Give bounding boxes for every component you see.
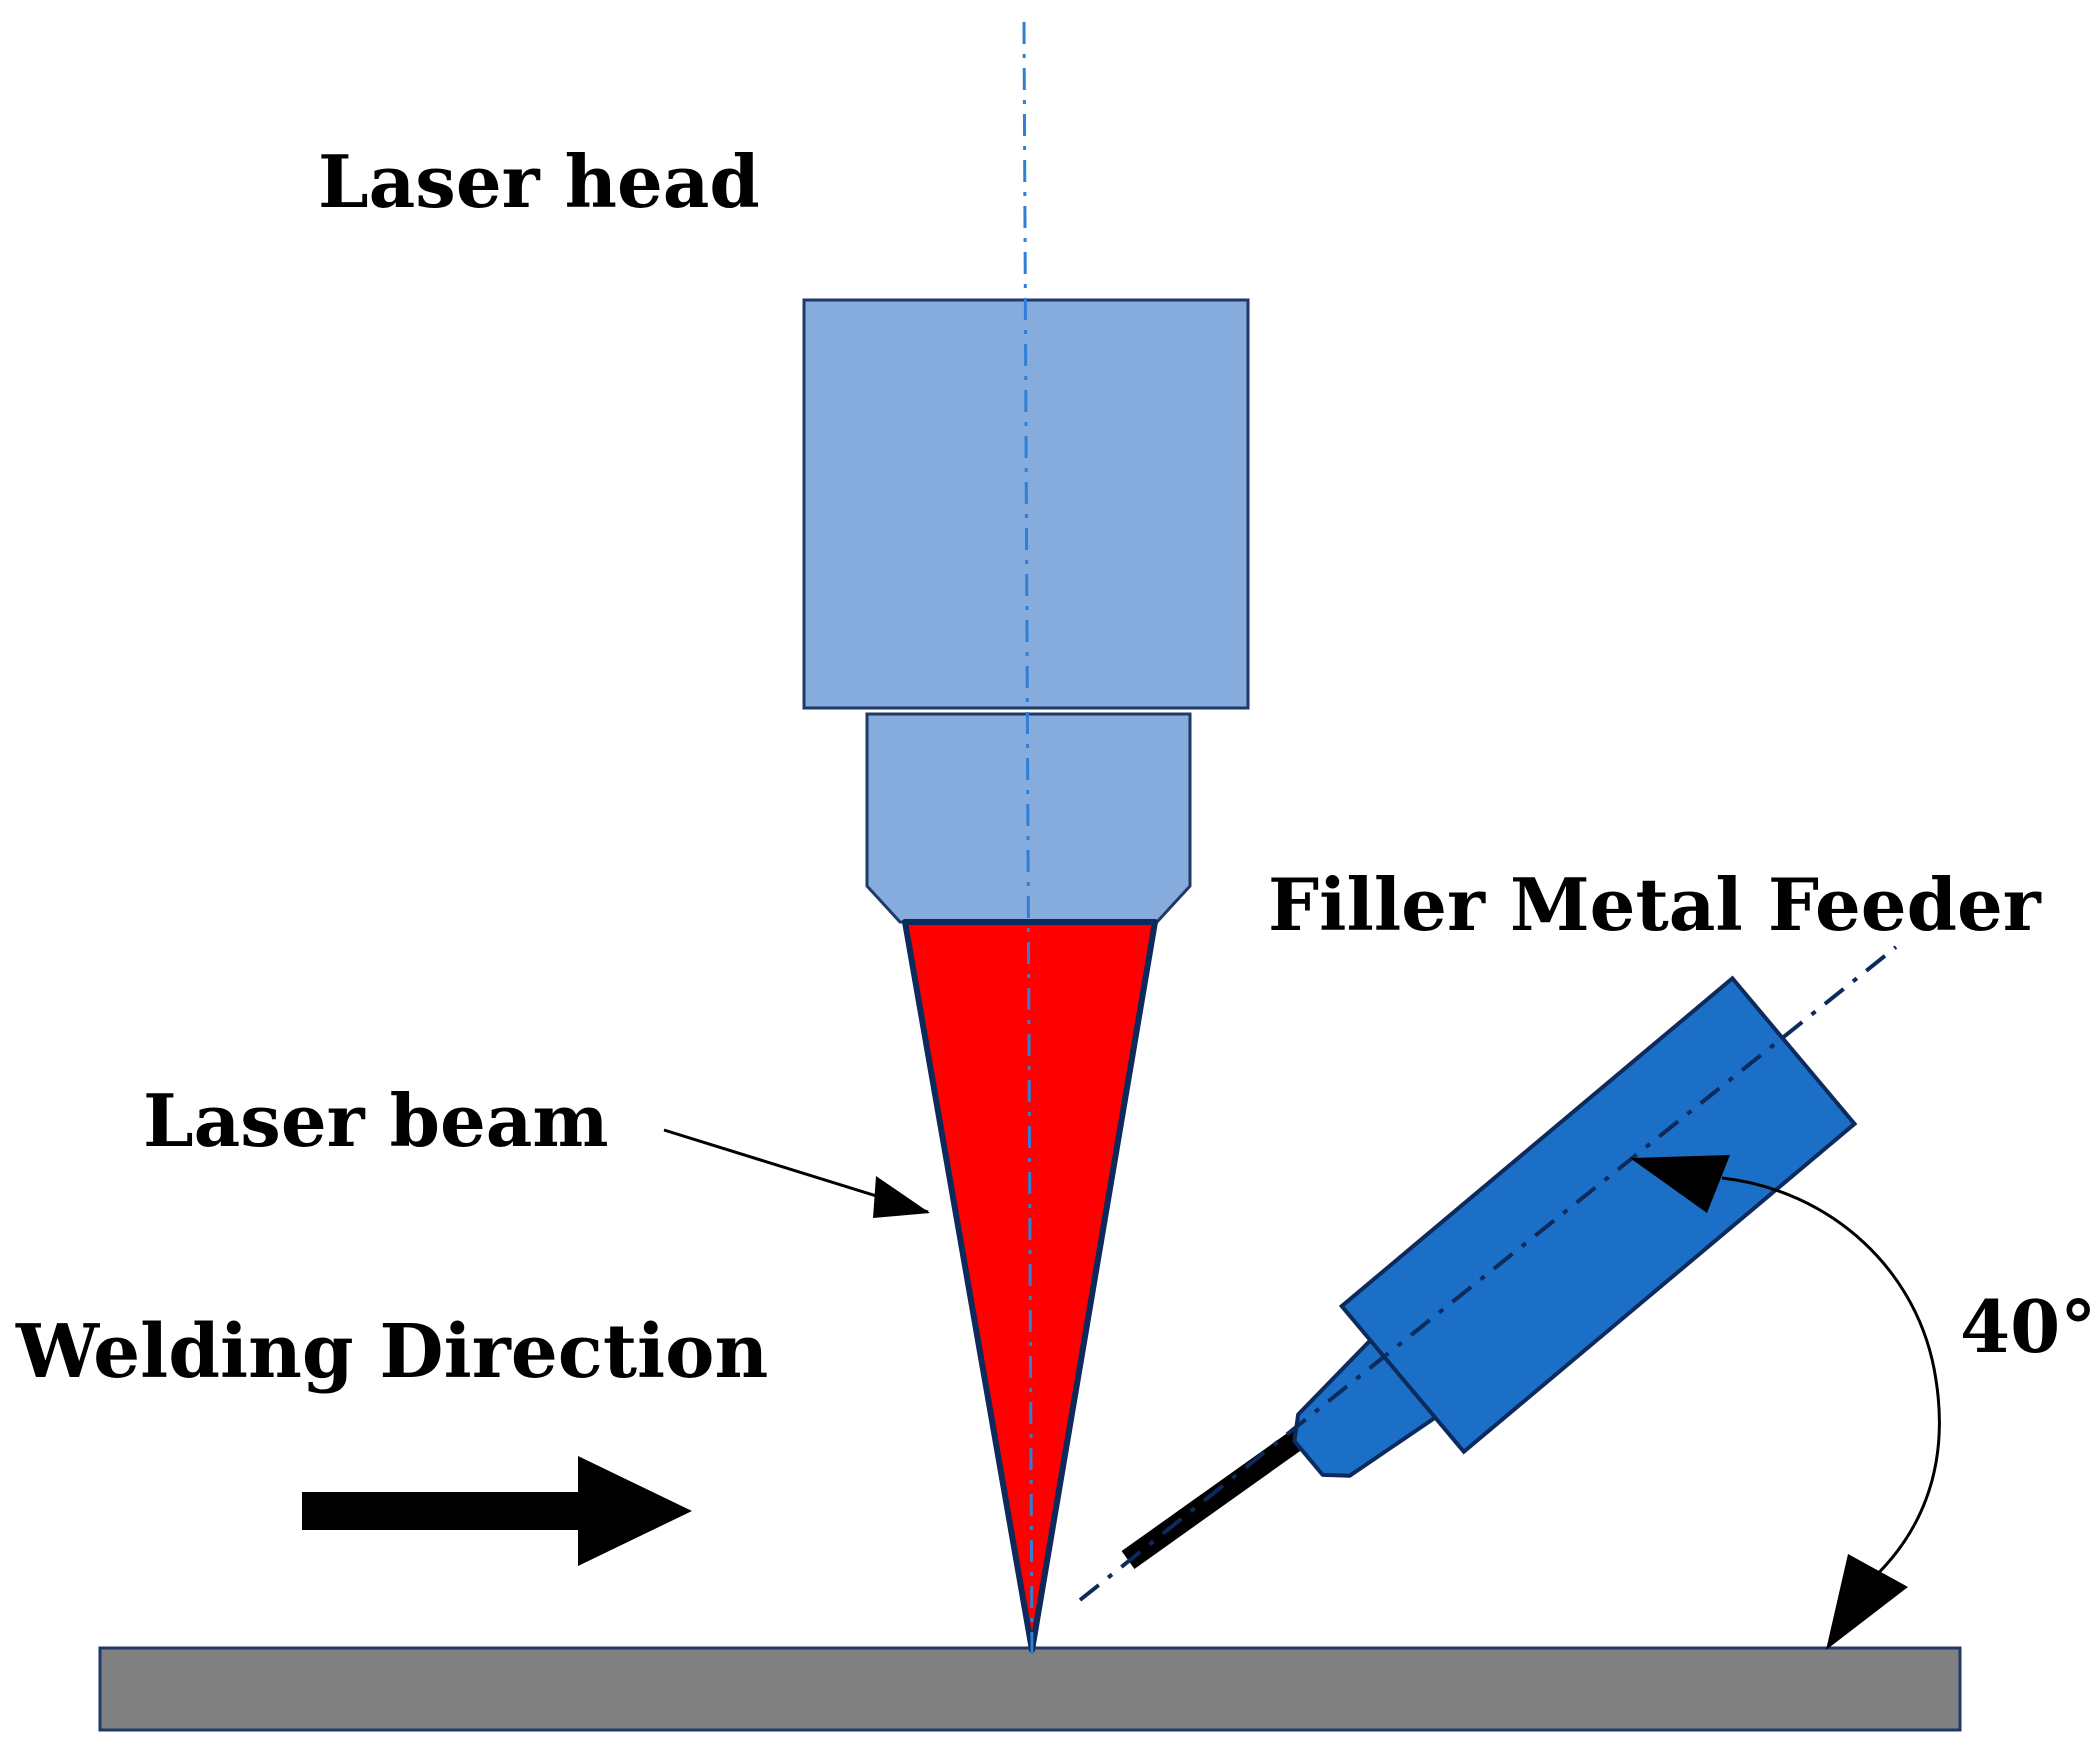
filler-metal-feeder-label: Filler Metal Feeder bbox=[1268, 862, 2042, 947]
welding-direction-arrowhead bbox=[578, 1456, 692, 1566]
welding-direction-label: Welding Direction bbox=[15, 1309, 768, 1395]
angle-arc-arrowhead-top bbox=[1630, 1155, 1730, 1213]
laser-head-label: Laser head bbox=[318, 139, 760, 224]
angle-arc-arrowhead-bottom bbox=[1826, 1554, 1908, 1650]
welding-direction-arrow-shaft bbox=[302, 1492, 592, 1530]
laser-beam-pointer-arrowhead bbox=[873, 1176, 930, 1218]
workpiece-plate bbox=[98, 1646, 1962, 1732]
laser-axis-line bbox=[1022, 21, 1034, 1663]
feeder-body bbox=[1338, 975, 1858, 1455]
angle-label: 40° bbox=[1960, 1284, 2092, 1369]
filler-wire bbox=[1121, 1425, 1312, 1569]
feeder-axis-line bbox=[1078, 945, 1898, 1602]
laser-beam-label: Laser beam bbox=[143, 1078, 609, 1163]
angle-arc bbox=[1721, 1176, 1941, 1592]
laser-beam-cone bbox=[902, 919, 1158, 1653]
filler-metal-feeder bbox=[1292, 975, 1858, 1478]
